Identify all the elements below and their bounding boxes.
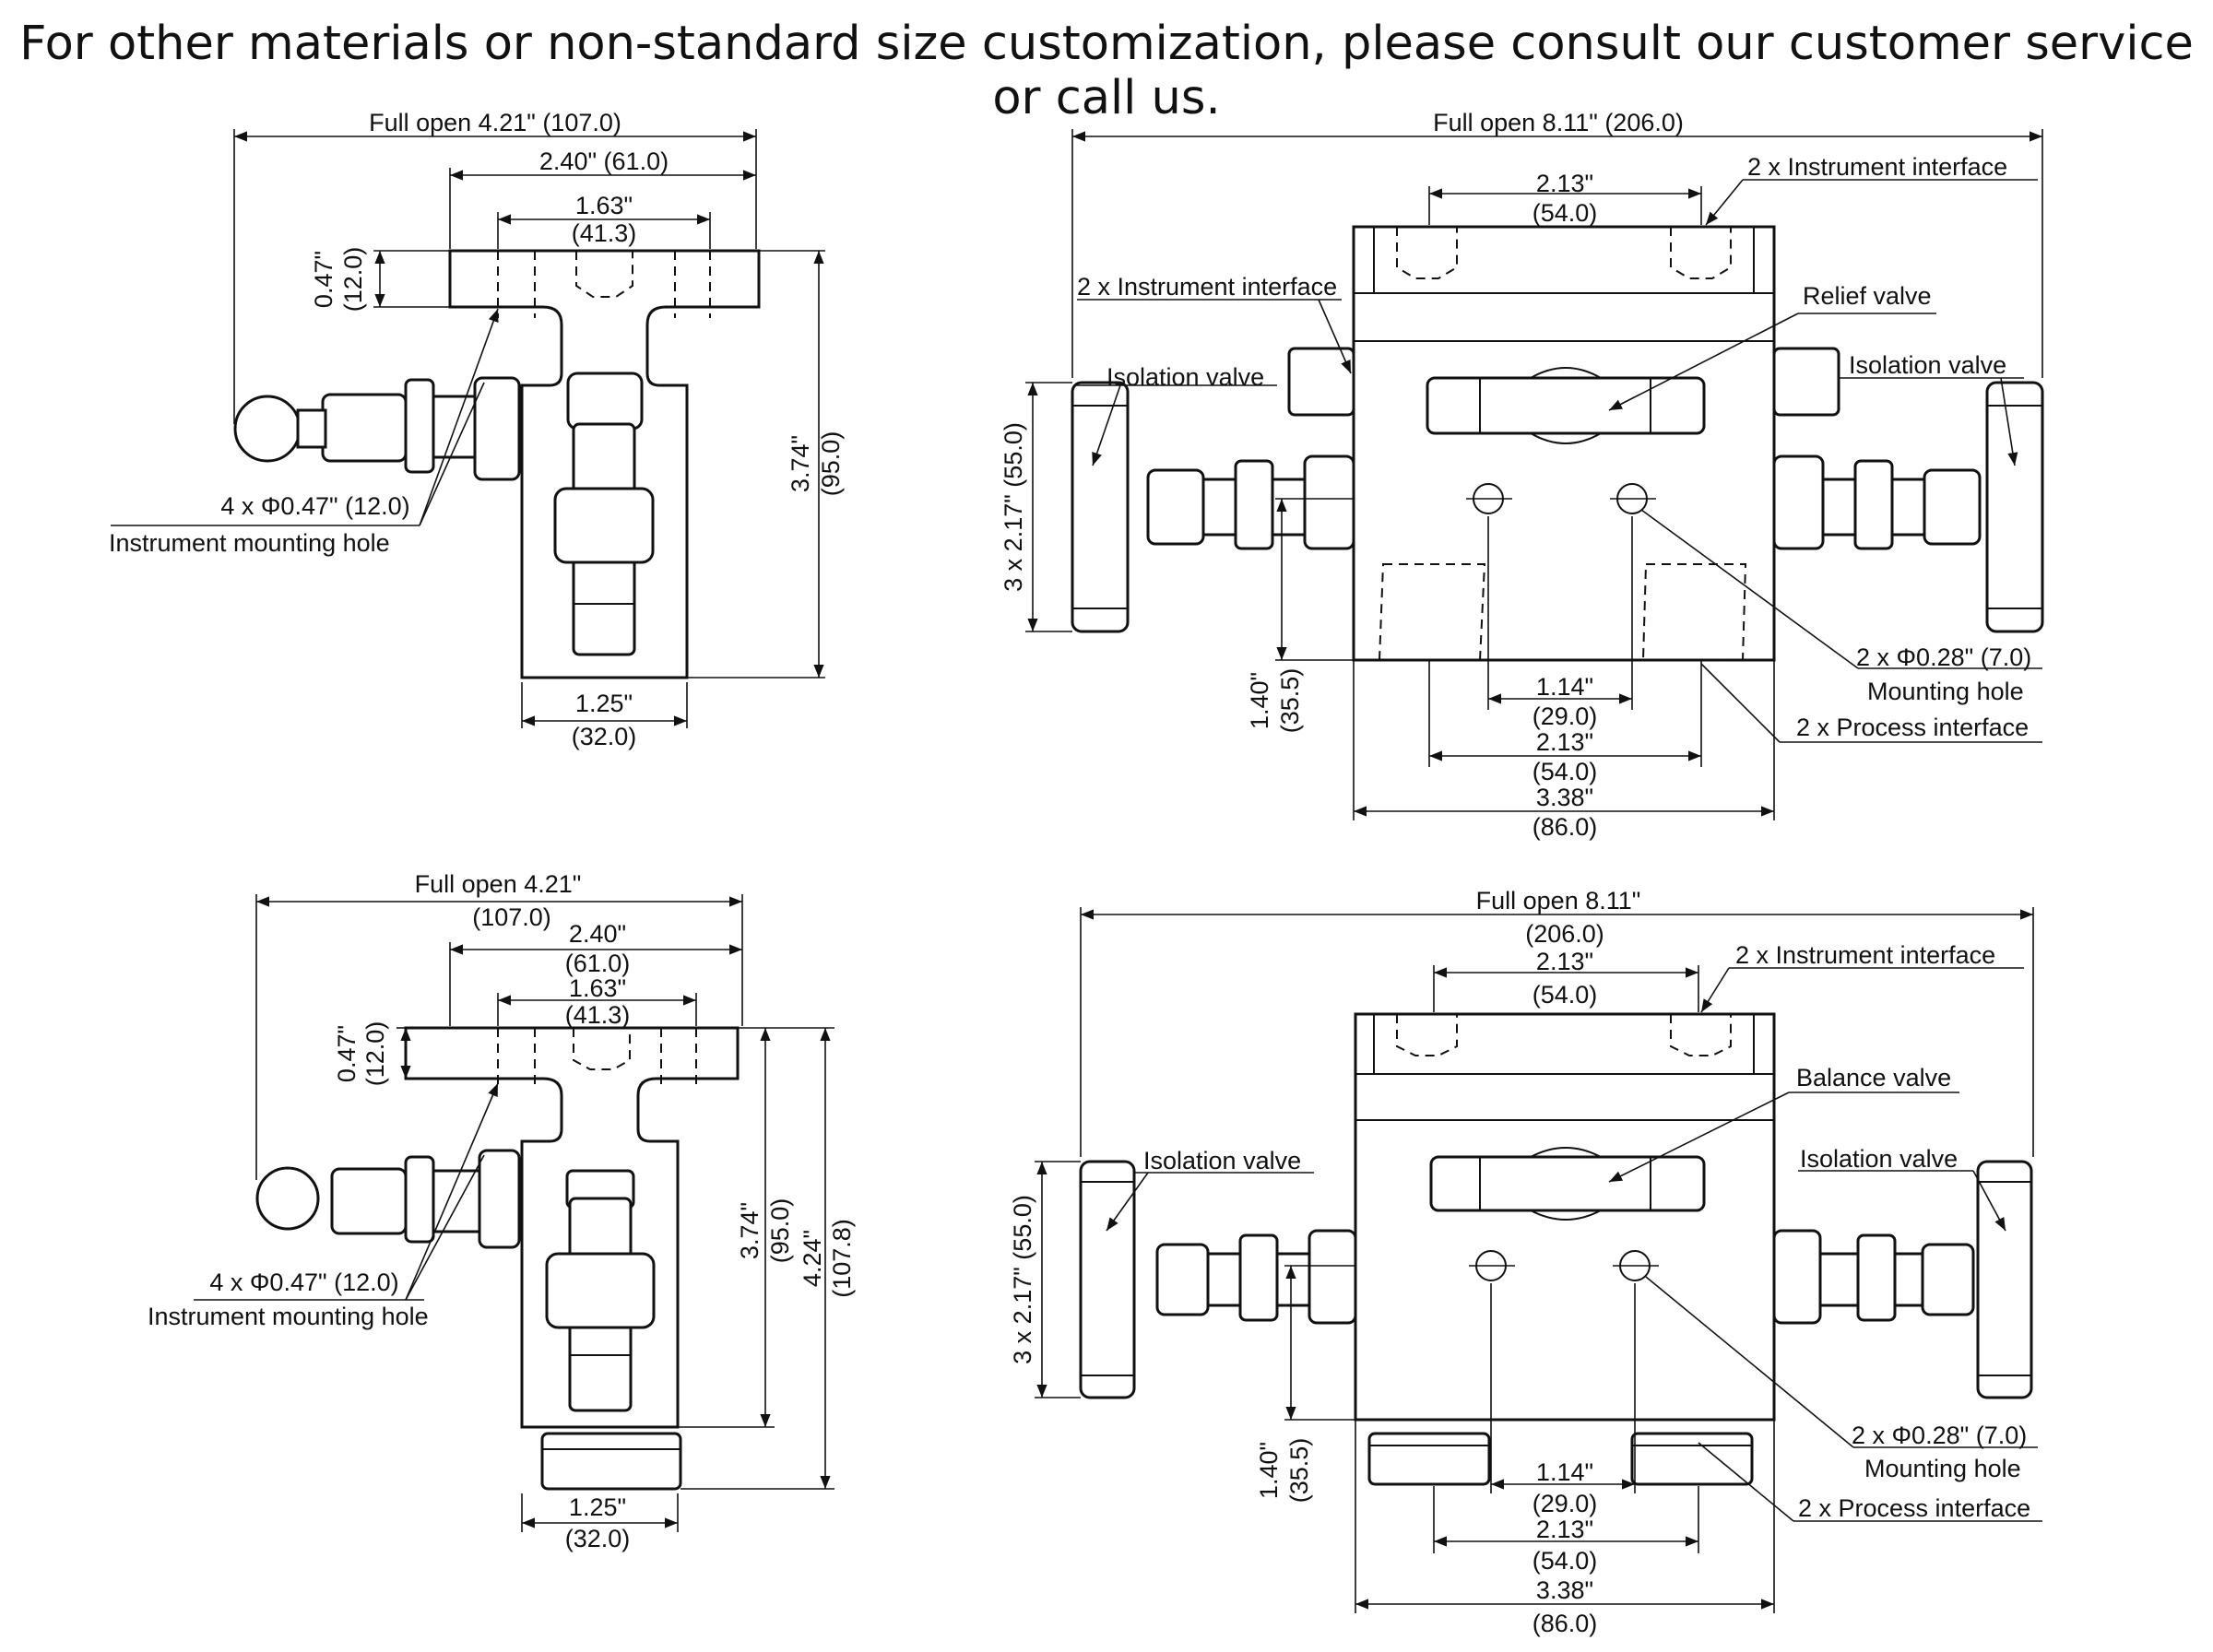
dim-width-163: 1.63": [569, 974, 626, 1002]
label-isolation-valve-left: Isolation valve: [1106, 363, 1264, 391]
dim-height-140: 1.40": [1255, 1442, 1283, 1499]
hole-spec: 4 x Φ0.47" (12.0): [209, 1268, 398, 1296]
label-hole-spec: 2 x Φ0.28" (7.0): [1856, 643, 2031, 671]
dim-height-374-metric: (95.0): [766, 1198, 794, 1264]
dim-width-125-metric: (32.0): [572, 723, 637, 750]
dim-width-125: 1.25": [575, 690, 633, 717]
dim-width-338-metric: (86.0): [1533, 813, 1598, 841]
balance-valve: [1429, 1155, 1706, 1212]
dim-width-213: 2.13": [1536, 948, 1593, 975]
label-mounting-hole: Mounting hole: [1867, 678, 2024, 705]
isolation-valve-right: [1985, 381, 2044, 633]
dim-height-047-metric: (12.0): [339, 247, 367, 313]
isolation-valve-right: [1976, 1160, 2033, 1399]
dim-width-338: 3.38": [1536, 784, 1593, 811]
dim-width-114-metric: (29.0): [1533, 1490, 1598, 1517]
handle-knob: [233, 395, 302, 463]
dim-width-114: 1.14": [1536, 673, 1593, 701]
hole-spec: 4 x Φ0.47" (12.0): [220, 492, 409, 520]
view-top-right: Full open 8.11" (206.0) 2.13" (54.0) 2 x…: [1000, 109, 2044, 841]
dim-width-114-metric: (29.0): [1533, 702, 1598, 730]
dim-height-047: 0.47": [333, 1025, 361, 1082]
fitting-hex: [473, 376, 521, 481]
label-balance-valve: Balance valve: [1796, 1064, 1951, 1092]
dim-width-213-metric: (54.0): [1533, 199, 1598, 227]
dim-full-open: Full open 4.21" (107.0): [369, 109, 621, 136]
isolation-valve-left: [1079, 1160, 1136, 1399]
dim-width-114: 1.14": [1536, 1458, 1593, 1486]
hole-label: Instrument mounting hole: [148, 1303, 429, 1330]
hole-label: Instrument mounting hole: [109, 529, 390, 557]
label-isolation-valve-right: Isolation valve: [1800, 1145, 1958, 1173]
dim-width-163: 1.63": [575, 192, 633, 219]
label-process-interface: 2 x Process interface: [1798, 1494, 2030, 1522]
dim-height-140-metric: (35.5): [1285, 1438, 1313, 1504]
dim-height-217: 3 x 2.17" (55.0): [1009, 1195, 1036, 1364]
valve-cap: [566, 372, 644, 431]
label-mounting-hole: Mounting hole: [1864, 1455, 2021, 1482]
dim-width-125: 1.25": [569, 1493, 626, 1521]
customization-notice: For other materials or non-standard size…: [19, 17, 2194, 125]
dim-height-374: 3.74": [736, 1202, 763, 1259]
dim-width-240-metric: (61.0): [565, 950, 631, 977]
view-top-left: Full open 4.21" (107.0) 2.40" (61.0) 1.6…: [109, 109, 845, 750]
view-bottom-right: Full open 8.11" (206.0) 2.13" (54.0) 2 x…: [1009, 887, 2042, 1637]
dim-width-240: 2.40" (61.0): [539, 148, 669, 175]
dim-width-213: 2.13": [1536, 170, 1593, 197]
dim-width-240: 2.40": [569, 920, 626, 948]
dim-width-213-bottom: 2.13": [1536, 1516, 1593, 1543]
dim-height-140: 1.40": [1246, 672, 1273, 729]
dim-full-open-metric: (206.0): [1525, 920, 1604, 948]
label-instrument-interface: 2 x Instrument interface: [1735, 941, 1995, 969]
dim-height-047: 0.47": [310, 251, 337, 308]
label-isolation-valve-left: Isolation valve: [1143, 1147, 1301, 1174]
dim-full-open-metric: (107.0): [472, 903, 551, 931]
dim-full-open: Full open 8.11" (206.0): [1433, 109, 1684, 136]
process-hex: [540, 1432, 682, 1491]
manifold-block: [1354, 1012, 1776, 1422]
dim-full-open: Full open 4.21": [415, 870, 582, 898]
label-process-interface: 2 x Process interface: [1796, 714, 2029, 741]
label-hole-spec: 2 x Φ0.28" (7.0): [1852, 1422, 2027, 1449]
isolation-valve-left: [1071, 381, 1130, 633]
dim-full-open: Full open 8.11": [1476, 887, 1641, 914]
label-isolation-valve-right: Isolation valve: [1849, 351, 2006, 379]
dim-width-338-metric: (86.0): [1533, 1610, 1598, 1637]
dim-width-125-metric: (32.0): [565, 1525, 631, 1552]
label-instrument-interface-left: 2 x Instrument interface: [1077, 273, 1337, 301]
dim-width-338: 3.38": [1536, 1576, 1593, 1604]
dim-height-140-metric: (35.5): [1276, 668, 1304, 734]
dim-height-424: 4.24": [799, 1230, 826, 1287]
dim-width-163-metric: (41.3): [565, 1001, 631, 1029]
dim-width-163-metric: (41.3): [572, 219, 637, 247]
label-instrument-interface-right: 2 x Instrument interface: [1747, 153, 2007, 181]
dim-height-374-metric: (95.0): [817, 431, 845, 497]
dim-height-374: 3.74": [787, 435, 814, 492]
dim-height-217: 3 x 2.17" (55.0): [1000, 422, 1027, 592]
dim-width-213-bottom: 2.13": [1536, 728, 1593, 756]
dim-width-213-bottom-metric: (54.0): [1533, 1547, 1598, 1575]
dim-width-213-metric: (54.0): [1533, 981, 1598, 1009]
dim-width-213-bottom-metric: (54.0): [1533, 758, 1598, 785]
relief-valve: [1426, 376, 1706, 435]
view-bottom-left: Full open 4.21" (107.0) 2.40" (61.0) 1.6…: [148, 870, 856, 1552]
label-relief-valve: Relief valve: [1803, 282, 1932, 310]
dim-height-047-metric: (12.0): [361, 1021, 389, 1087]
dim-height-424-metric: (107.8): [828, 1219, 856, 1298]
handle-knob: [255, 1166, 320, 1231]
